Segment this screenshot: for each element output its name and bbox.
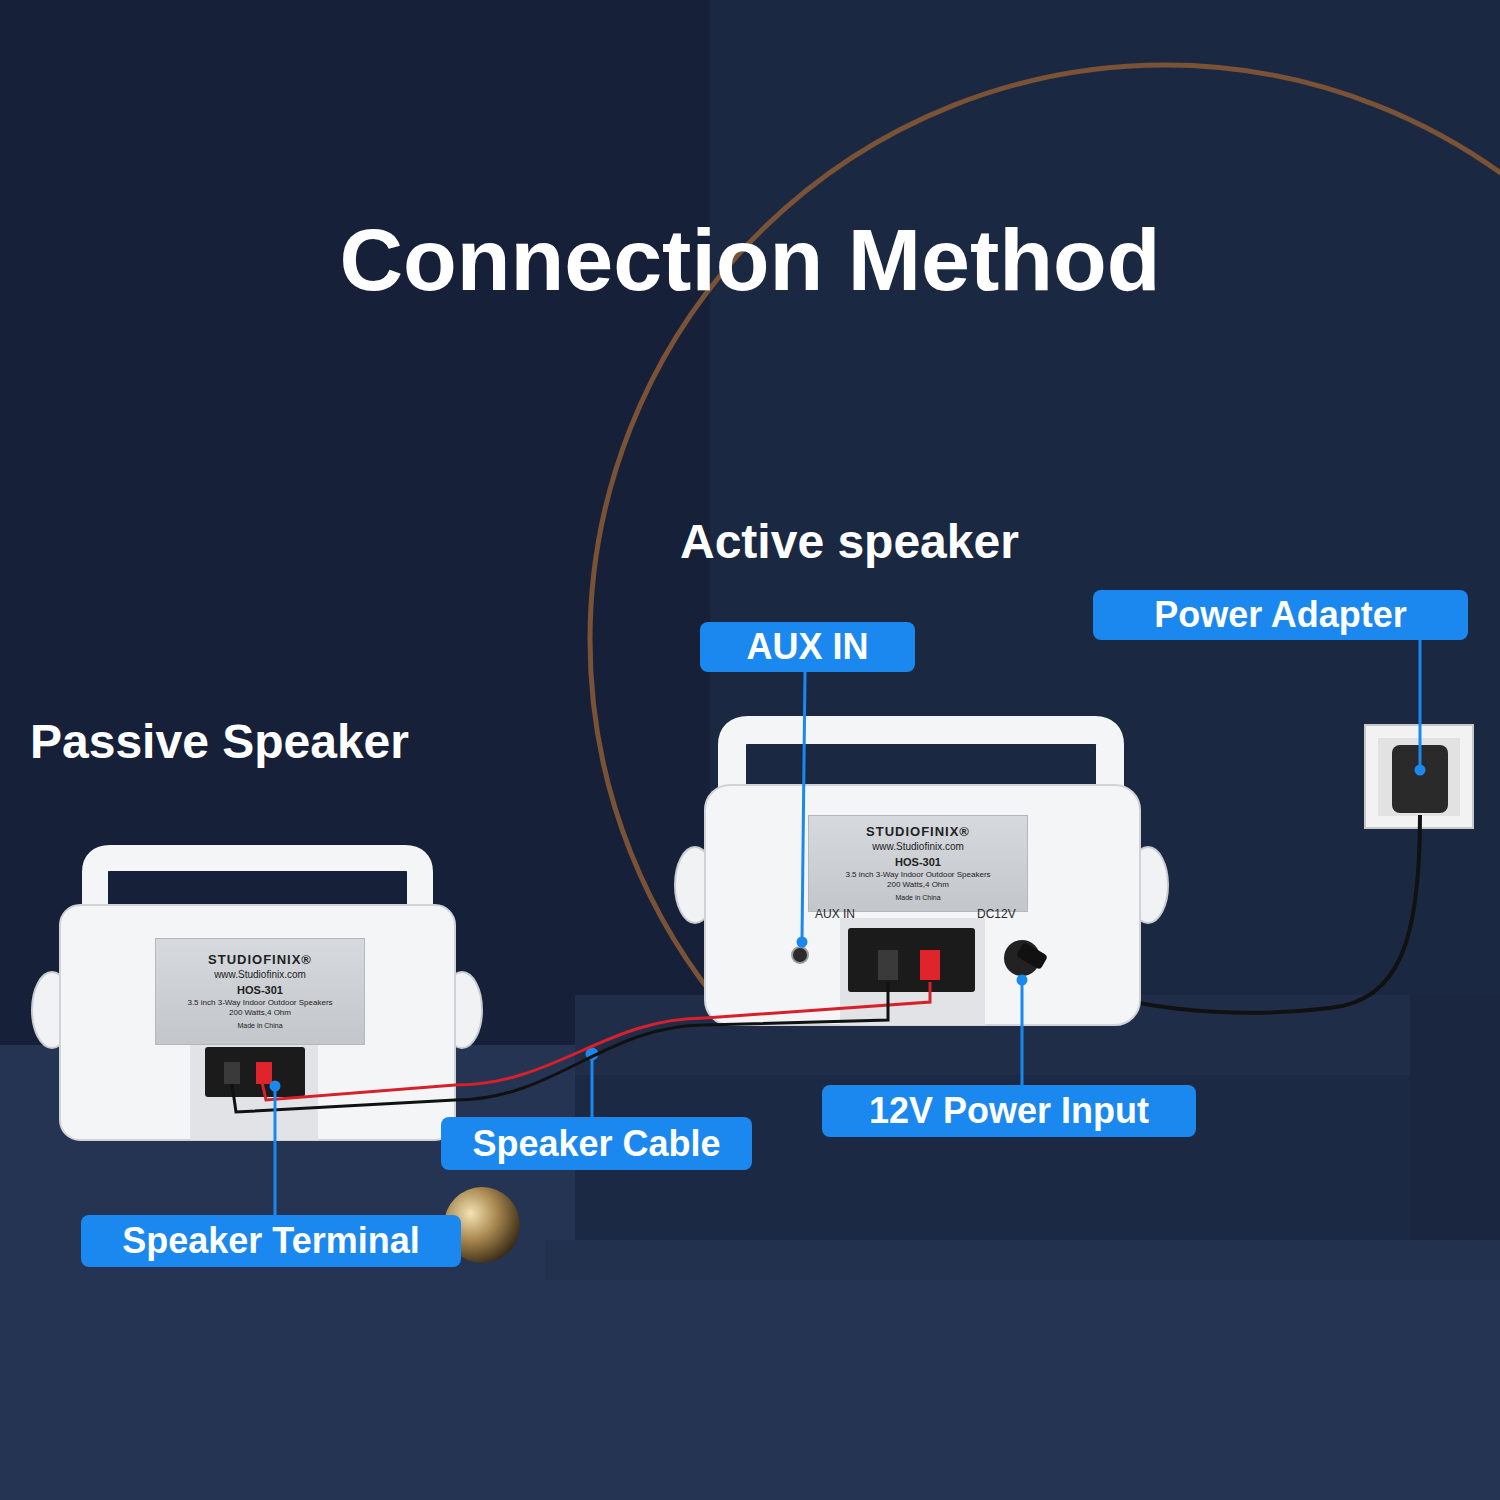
callout-text: Speaker Terminal — [122, 1221, 419, 1261]
port-label: DC12V — [977, 908, 1016, 921]
plate-text: www.Studiofinix.com — [214, 969, 306, 982]
diagram-title: Connection Method — [0, 212, 1500, 309]
handle — [95, 858, 420, 910]
black-clip — [878, 950, 898, 980]
plate-text: Made in China — [237, 1022, 282, 1031]
black-clip — [224, 1062, 240, 1084]
plate-text: Made in China — [895, 894, 940, 903]
dc-plug — [1016, 942, 1048, 970]
callout-box: Speaker Terminal — [81, 1215, 461, 1267]
speaker-heading: Active speaker — [680, 513, 1019, 571]
speaker-cable — [455, 1018, 705, 1100]
speaker-terminal — [205, 1047, 305, 1097]
terminal-recess — [190, 1040, 318, 1140]
active-speaker — [675, 730, 1168, 1025]
leader-dot — [271, 1082, 279, 1090]
plate-text: www.Studiofinix.com — [872, 841, 964, 854]
passive-speaker-body: Passive SpeakerSTUDIOFINIX®www.Studiofin… — [60, 905, 455, 1140]
callout-text: Power Adapter — [1154, 595, 1407, 635]
label-plate: STUDIOFINIX®www.Studiofinix.comHOS-3013.… — [808, 815, 1028, 912]
plate-text: HOS-301 — [237, 984, 283, 998]
plate-text: HOS-301 — [895, 856, 941, 870]
red-wire — [705, 982, 930, 1018]
leader-line — [1021, 982, 1024, 1085]
callout-text: 12V Power Input — [869, 1091, 1149, 1131]
active-speaker-body: Active speakerAUX INDC12VSTUDIOFINIX®www… — [705, 785, 1140, 1025]
speaker-housing — [705, 785, 1140, 1025]
red-clip — [256, 1062, 272, 1084]
red-wire — [262, 1082, 455, 1100]
plate-text: 3.5 inch 3-Way Indoor Outdoor Speakers — [187, 998, 332, 1008]
callout-box: AUX IN — [700, 622, 915, 672]
aux-jack — [792, 947, 808, 963]
leader-line — [591, 1058, 594, 1117]
leader-dot — [798, 938, 806, 946]
leader-lines — [271, 640, 1424, 1215]
callout-text: Speaker Cable — [472, 1124, 720, 1164]
pedestal-step — [545, 1240, 1500, 1280]
leader-dot — [1018, 976, 1026, 984]
terminal-recess — [840, 918, 985, 1025]
callout-box: Power Adapter — [1093, 590, 1468, 640]
speaker-housing — [60, 905, 455, 1140]
callout-box: Speaker Cable — [441, 1117, 752, 1170]
leader-line — [1419, 640, 1422, 768]
speaker-heading: Passive Speaker — [30, 713, 409, 771]
port-label: AUX IN — [815, 908, 855, 921]
red-clip — [920, 950, 940, 980]
label-plate: STUDIOFINIX®www.Studiofinix.comHOS-3013.… — [155, 938, 365, 1045]
black-wire — [705, 982, 888, 1025]
callout-box: 12V Power Input — [822, 1085, 1196, 1137]
black-wire — [455, 1025, 705, 1100]
brand-name: STUDIOFINIX® — [866, 824, 970, 840]
pedestal-side — [1410, 995, 1500, 1240]
brand-name: STUDIOFINIX® — [208, 952, 312, 968]
callout-text: AUX IN — [746, 627, 868, 667]
handle — [732, 730, 1110, 790]
plate-text: 200 Watts,4 Ohm — [887, 880, 949, 890]
leader-line — [802, 672, 805, 940]
leader-dot — [1416, 766, 1424, 774]
speaker-terminal — [848, 928, 975, 992]
passive-speaker — [32, 858, 482, 1140]
plate-text: 3.5 inch 3-Way Indoor Outdoor Speakers — [845, 870, 990, 880]
plate-text: 200 Watts,4 Ohm — [229, 1008, 291, 1018]
leader-line — [274, 1088, 277, 1215]
black-wire — [232, 1084, 455, 1112]
